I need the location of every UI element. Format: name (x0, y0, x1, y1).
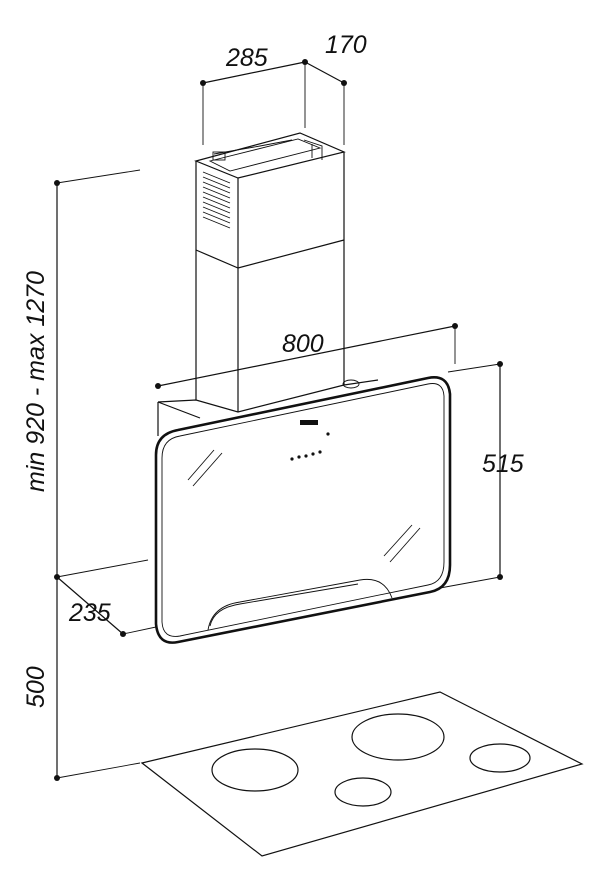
chimney (194, 132, 360, 412)
hob-clearance-label: 500 (22, 666, 50, 708)
burner-rear-center (351, 713, 445, 761)
hood-projection-label: 235 (68, 599, 111, 627)
cooktop (140, 691, 584, 857)
burner-rear-right (469, 743, 531, 773)
hood-height-label: 515 (482, 450, 524, 478)
chimney-width-label: 285 (225, 44, 268, 72)
dimension-lines (54, 59, 503, 781)
total-height-label: min 920 - max 1270 (22, 271, 50, 492)
burner-front-left (211, 748, 299, 792)
control-buttons (290, 432, 330, 461)
chimney-depth-label: 170 (325, 31, 367, 59)
air-intake-opening (207, 578, 393, 631)
burner-front-small (334, 777, 392, 807)
hood-body (154, 376, 452, 644)
brand-logo (300, 420, 318, 425)
vent-grille (202, 171, 231, 229)
glass-panel (154, 376, 452, 644)
hood-width-label: 800 (282, 330, 324, 358)
